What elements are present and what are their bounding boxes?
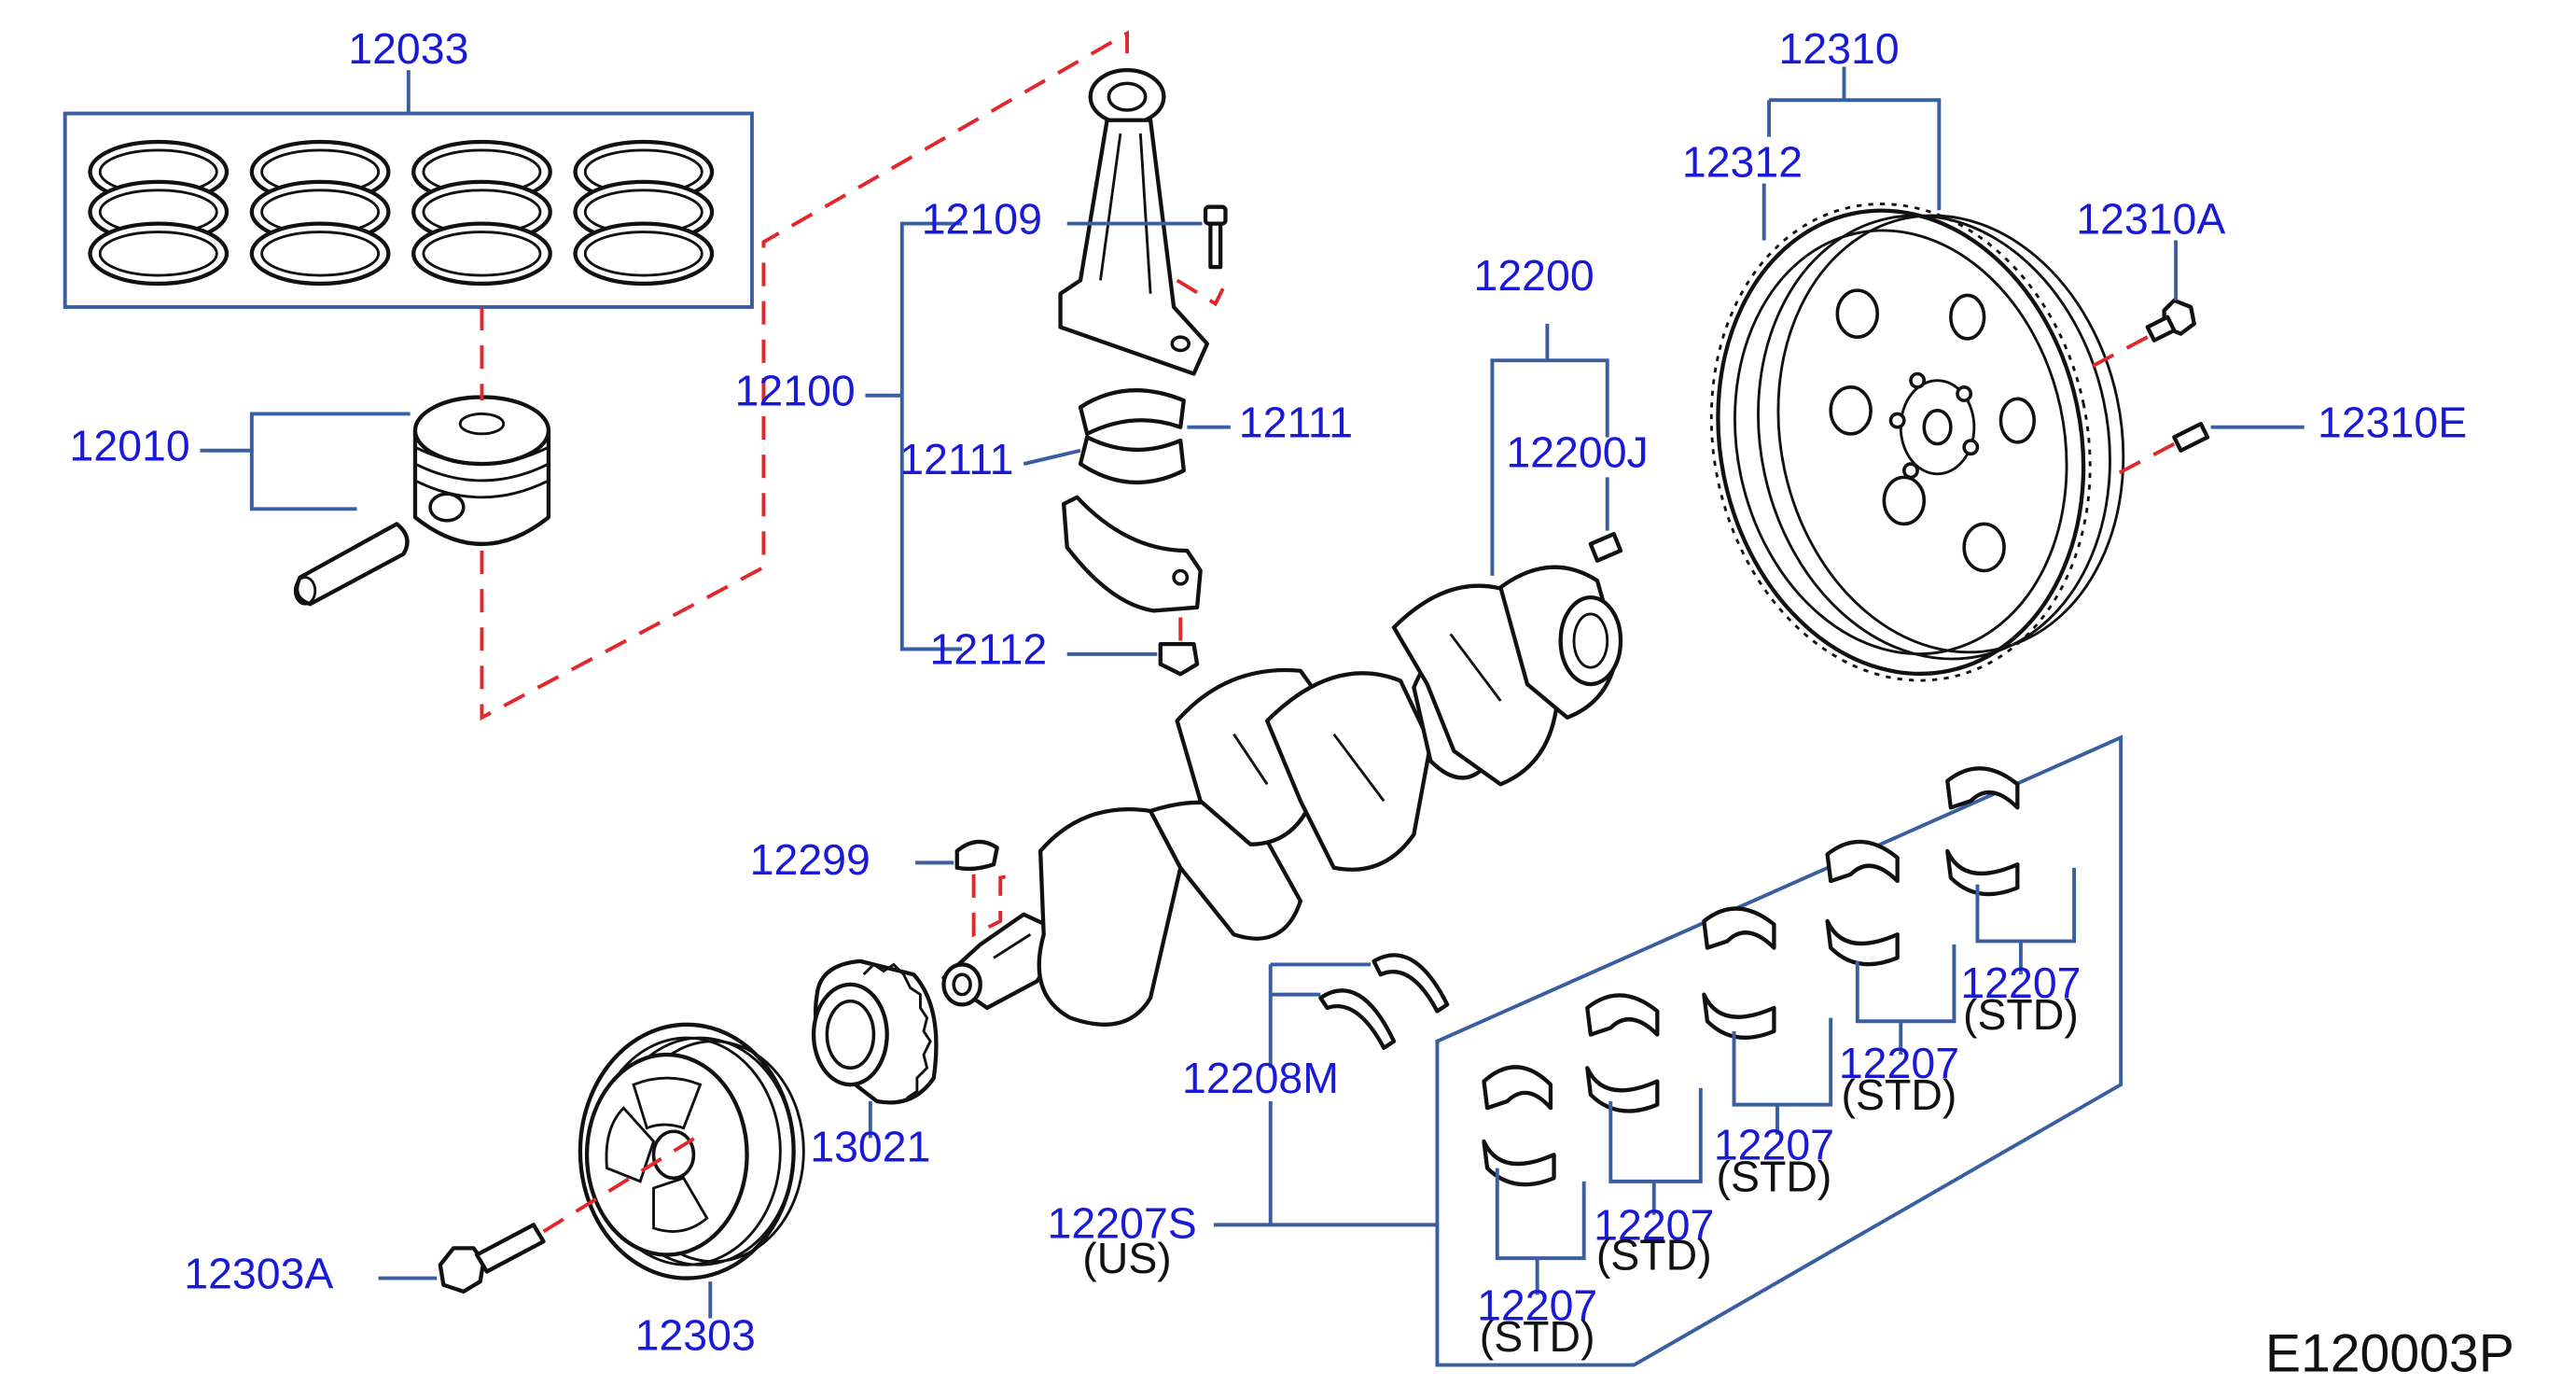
rod-cap-body xyxy=(1061,495,1203,613)
note-std-2: (STD) xyxy=(1596,1231,1712,1280)
crank-sprocket xyxy=(811,958,939,1139)
rod-bearing-lower xyxy=(1078,435,1186,485)
label-pulley-bolt: 12303A xyxy=(184,1249,333,1297)
crank-web-1 xyxy=(1037,807,1183,1027)
main-bearing-pair-3 xyxy=(1702,906,1833,1135)
label-crank-sprocket: 13021 xyxy=(810,1122,930,1170)
label-main-bearing-1: 12207 xyxy=(1477,1280,1597,1329)
thrust-washers xyxy=(1213,953,1450,1227)
label-piston: 12010 xyxy=(70,421,190,469)
label-main-bearing-4: 12207 xyxy=(1839,1039,1959,1087)
label-main-bearing-3: 12207 xyxy=(1714,1121,1834,1169)
crankshaft xyxy=(941,323,1623,1027)
rod-nut xyxy=(1158,642,1200,677)
main-bearing-pair-5 xyxy=(1945,766,2077,975)
ring-set-3 xyxy=(411,139,552,287)
label-flywheel: 12310 xyxy=(1779,24,1900,73)
label-woodruff-key: 12299 xyxy=(750,835,870,884)
flywheel-bolt-shank xyxy=(2145,315,2177,343)
bolt-head xyxy=(438,1246,486,1294)
piston-crown xyxy=(412,395,551,467)
piston-ring-sets xyxy=(63,70,754,309)
key-body xyxy=(954,839,999,872)
crank-dowel-pin xyxy=(1588,531,1623,563)
ring-set-1 xyxy=(88,139,230,287)
piston-pin xyxy=(295,522,410,607)
label-rod-nut: 12112 xyxy=(930,625,1048,674)
label-rod-bearing-right: 12111 xyxy=(1239,398,1353,446)
flywheel-bracket xyxy=(1769,98,1942,211)
flywheel xyxy=(1709,66,2125,682)
main-bearing-frame xyxy=(1435,734,2123,1367)
rod-bolt-head xyxy=(1203,204,1228,226)
label-main-bearing-2: 12207 xyxy=(1594,1200,1714,1249)
piston-leader-pin xyxy=(249,450,357,511)
label-connecting-rod: 12100 xyxy=(735,366,856,414)
flywheel-dowel-pin xyxy=(2172,421,2210,453)
note-std-3: (STD) xyxy=(1716,1153,1831,1201)
piston-assembly xyxy=(200,306,551,607)
bolt-shank xyxy=(474,1223,546,1274)
note-std-1: (STD) xyxy=(1480,1312,1595,1361)
label-piston-ring-set: 12033 xyxy=(348,24,468,73)
diagram-code: E120003P xyxy=(2265,1324,2514,1384)
rod-bearing-upper xyxy=(1078,388,1186,437)
woodruff-key xyxy=(915,839,1018,938)
label-rod-bearing-left: 12111 xyxy=(899,435,1013,483)
flywheel-bolt xyxy=(2082,240,2196,372)
connecting-rod xyxy=(1058,67,1228,376)
ring-set-2 xyxy=(249,139,391,287)
part-labels: 12033 12010 12109 12100 12111 12111 1211… xyxy=(70,24,2514,1384)
pulley-bolt xyxy=(378,1133,702,1294)
rod-bearings xyxy=(1023,388,1231,485)
ring-set-4 xyxy=(573,139,715,287)
rod-bolt-shank xyxy=(1208,221,1223,270)
label-crank-dowel: 12200J xyxy=(1506,428,1648,477)
label-main-bearing-us: 12207S xyxy=(1048,1199,1197,1248)
crank-counterweight-2 xyxy=(1265,671,1433,872)
label-thrust-washer: 12208M xyxy=(1182,1054,1339,1102)
note-us: (US) xyxy=(1082,1234,1171,1282)
note-std-5: (STD) xyxy=(1963,990,2079,1039)
piston-pin-boss xyxy=(428,492,466,523)
label-flywheel-dowel: 12310E xyxy=(2318,398,2467,446)
piston-leader-top xyxy=(200,412,411,453)
label-main-bearing-5: 12207 xyxy=(1960,958,2081,1007)
label-rod-bolt: 12109 xyxy=(922,194,1042,243)
rod-beam xyxy=(1058,118,1209,376)
thrust-washer-lower xyxy=(1318,988,1397,1050)
crank-group-bracket xyxy=(1490,358,1609,576)
label-flywheel-bolt: 12310A xyxy=(2076,194,2225,243)
piston-rod-guide xyxy=(480,30,1130,721)
rod-cap xyxy=(1061,495,1203,677)
note-std-4: (STD) xyxy=(1842,1070,1957,1119)
label-crankshaft: 12200 xyxy=(1473,251,1594,300)
main-bearing-pair-1 xyxy=(1482,1065,1586,1295)
rod-group-bracket xyxy=(899,221,963,651)
crank-rear-flange xyxy=(1558,595,1623,687)
main-bearing-pair-2 xyxy=(1585,993,1703,1215)
main-bearing-panel xyxy=(1435,734,2123,1367)
flywheel-ring-gear xyxy=(1716,208,2086,677)
thrust-washer-upper xyxy=(1372,953,1450,1014)
label-crank-pulley: 12303 xyxy=(635,1310,756,1359)
main-bearing-pair-4 xyxy=(1825,839,1956,1055)
crank-pulley xyxy=(578,1022,805,1319)
bearing-leader-left xyxy=(1023,448,1081,466)
flywheel-dowel xyxy=(2110,421,2304,480)
label-ring-gear: 12312 xyxy=(1682,138,1803,187)
